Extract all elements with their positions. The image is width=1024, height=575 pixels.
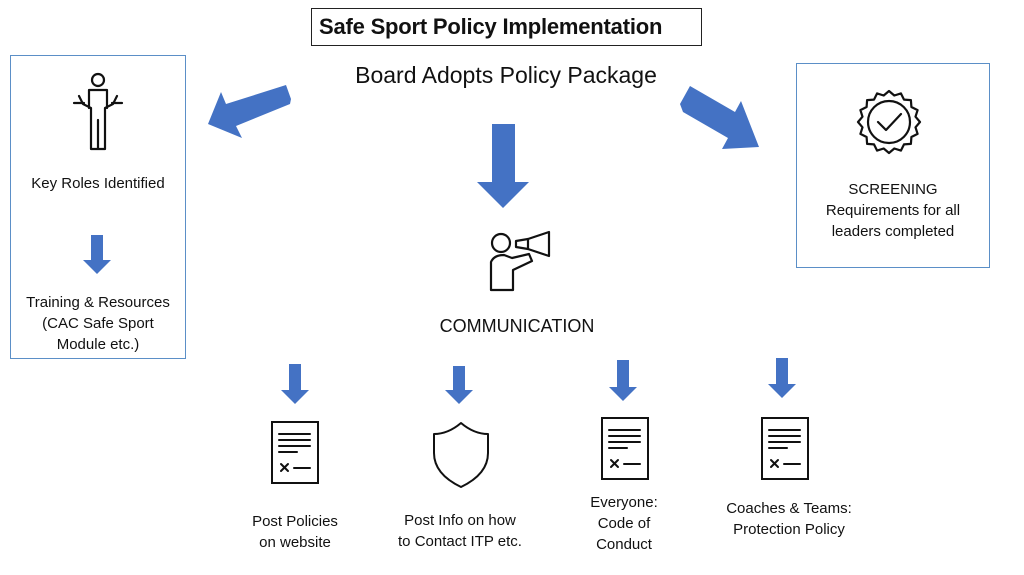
key-roles-panel xyxy=(10,55,186,359)
training-label: Training & Resources (CAC Safe Sport Mod… xyxy=(26,294,170,353)
arrow-down-training xyxy=(83,235,111,274)
person-icon xyxy=(72,72,124,151)
protection-policy-label: Coaches & Teams: Protection Policy xyxy=(726,500,852,538)
communication-label: COMMUNICATION xyxy=(439,316,595,336)
post-info-label: Post Info on how to Contact ITP etc. xyxy=(398,512,522,550)
arrow-down-item-2 xyxy=(445,366,473,404)
screening-label: SCREENING Requirements for all leaders c… xyxy=(825,181,961,240)
arrow-down-item-3 xyxy=(609,360,637,401)
key-roles-label: Key Roles Identified xyxy=(31,175,165,192)
document-icon xyxy=(601,417,649,480)
arrow-down-item-4 xyxy=(768,358,796,398)
arrow-down-center xyxy=(477,124,529,208)
board-adopts-label: Board Adopts Policy Package xyxy=(355,62,657,88)
screening-panel xyxy=(796,63,990,268)
shield-icon xyxy=(433,422,489,488)
arrow-left-diagonal xyxy=(208,85,291,138)
document-icon xyxy=(271,421,319,484)
badge-check-icon xyxy=(856,89,922,155)
code-of-conduct-label: Everyone: Code of Conduct xyxy=(590,494,658,553)
arrow-right-diagonal xyxy=(680,86,759,149)
arrow-down-item-1 xyxy=(281,364,309,404)
megaphone-person-icon xyxy=(489,230,551,292)
post-policies-label: Post Policies on website xyxy=(252,513,338,551)
document-icon xyxy=(761,417,809,480)
diagram-title: Safe Sport Policy Implementation xyxy=(311,8,702,46)
